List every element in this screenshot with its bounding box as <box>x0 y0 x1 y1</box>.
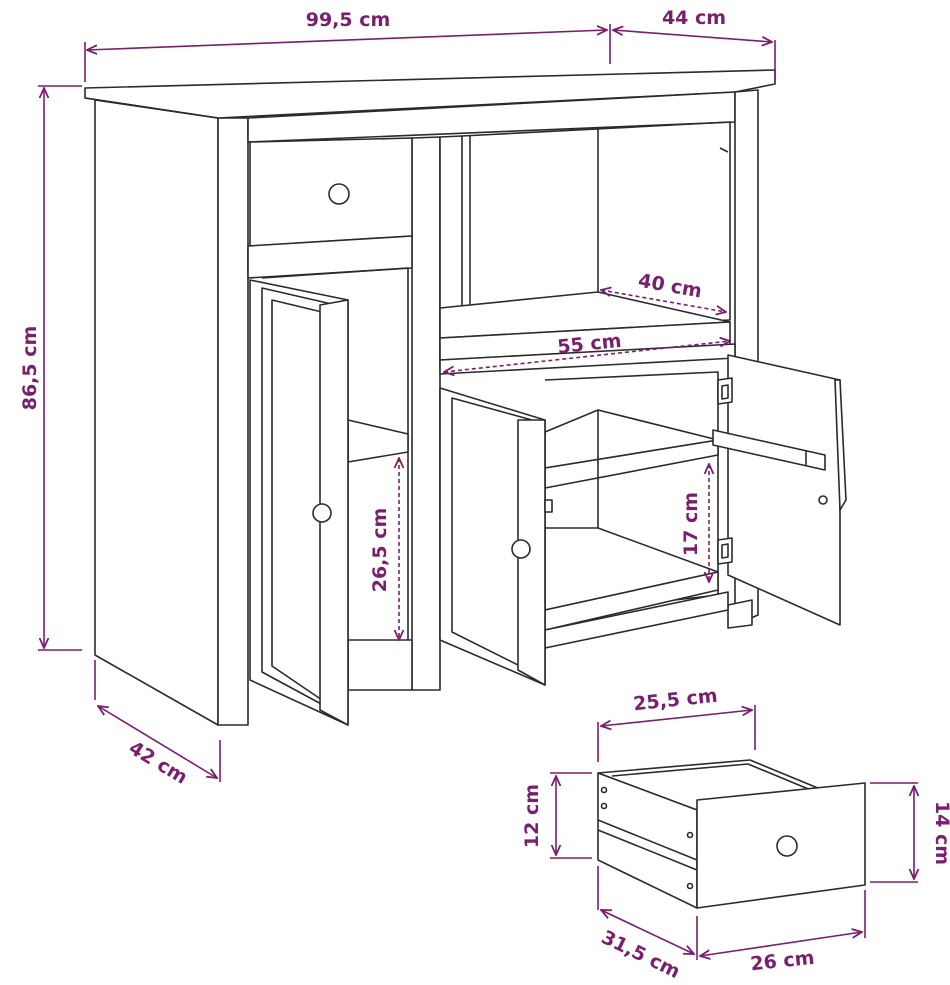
height-total-label: 86,5 cm <box>19 326 41 411</box>
width-total-label: 99,5 cm <box>306 9 391 31</box>
right-door <box>727 354 841 626</box>
front-left-stile <box>217 117 249 726</box>
shelf-depth-arrow <box>601 290 726 312</box>
dimension-lines <box>38 24 918 960</box>
center-divider <box>411 136 441 691</box>
drawer-front-width-arrow <box>700 932 862 956</box>
right-compartment-height-label: 17 cm <box>680 492 702 556</box>
drawer-front-height-label: 14 cm <box>931 801 950 865</box>
drawer-inner-width-label: 25,5 cm <box>632 685 718 716</box>
drawer-depth-arrow <box>601 910 694 954</box>
left-compartment-height-label: 26,5 cm <box>369 508 391 593</box>
depth-bottom-arrow <box>98 706 217 778</box>
drawer-depth-label: 31,5 cm <box>598 926 684 983</box>
drawer-detail-knob <box>776 835 798 857</box>
drawer-front-width-label: 26 cm <box>749 947 815 976</box>
drawer-height-label: 12 cm <box>521 784 543 848</box>
left-side-panel <box>94 99 219 726</box>
middle-door-knob <box>511 539 531 559</box>
shelf-width-arrow <box>444 341 730 372</box>
depth-bottom-label: 42 cm <box>125 737 191 789</box>
shelf-depth-label: 40 cm <box>637 270 704 303</box>
left-door-knob <box>312 503 332 523</box>
drawer-detail <box>597 759 866 909</box>
width-total-arrow <box>87 30 607 50</box>
drawer-knob <box>328 183 350 205</box>
drawer-inner-width-arrow <box>601 710 752 726</box>
depth-top-label: 44 cm <box>662 7 726 29</box>
cabinet <box>84 69 847 726</box>
depth-top-arrow <box>613 30 772 42</box>
door-bar <box>712 429 826 471</box>
